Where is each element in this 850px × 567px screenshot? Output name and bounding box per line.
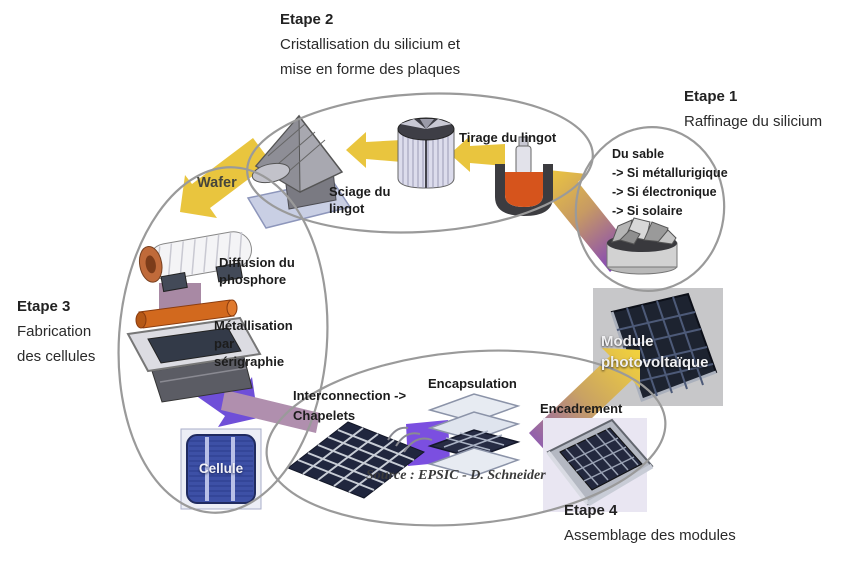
arrow-wafer bbox=[180, 138, 271, 218]
etape4-heading: Etape 4 Assemblage des modules bbox=[564, 499, 736, 548]
sciage-label: Sciage du lingot bbox=[329, 183, 390, 217]
sable-list: Du sable -> Si métallurigique -> Si élec… bbox=[612, 145, 728, 221]
etape2-title: Etape 2 bbox=[280, 11, 334, 28]
metallisation-label-line3: sérigraphie bbox=[214, 354, 285, 369]
metallisation-label-line1: Métallisation bbox=[214, 318, 293, 333]
diffusion-label: Diffusion du phosphore bbox=[219, 254, 295, 288]
etape2-desc-line2: mise en forme des plaques bbox=[280, 61, 461, 78]
cellule-label: Cellule bbox=[198, 461, 244, 476]
connector-cell-to-string bbox=[221, 390, 320, 433]
silicon-ingot-icon bbox=[397, 117, 455, 189]
module-label-line2: photovoltaïque bbox=[601, 354, 709, 371]
etape4-ellipse bbox=[265, 349, 667, 527]
source-credit: Source : EPSIC - D. Schneider bbox=[366, 468, 546, 483]
module-label-line1: Module bbox=[601, 333, 654, 350]
wire-saw-icon bbox=[246, 114, 352, 229]
solar-cell-icon bbox=[180, 428, 262, 510]
encapsulation-label: Encapsulation bbox=[428, 376, 517, 391]
etape1-heading: Etape 1 Raffinage du silicium bbox=[684, 85, 822, 134]
sciage-label-line2: lingot bbox=[329, 201, 365, 216]
etape4-desc: Assemblage des modules bbox=[564, 527, 736, 544]
diffusion-label-line2: phosphore bbox=[219, 272, 287, 287]
etape1-desc: Raffinage du silicium bbox=[684, 113, 823, 130]
module-label: Module photovoltaïque bbox=[601, 331, 709, 373]
metallisation-label-line2: par bbox=[214, 336, 235, 351]
arrow-crucible-to-ingot bbox=[450, 136, 505, 172]
etape1-ellipse bbox=[574, 126, 726, 292]
silicon-chunks-icon bbox=[606, 217, 678, 275]
diffusion-label-line1: Diffusion du bbox=[219, 255, 295, 270]
sable-item-metallurgique: -> Si métallurigique bbox=[612, 166, 728, 180]
sable-item-electronique: -> Si électronique bbox=[612, 185, 717, 199]
framed-module-icon bbox=[543, 418, 654, 512]
metallisation-label: Métallisation par sérigraphie bbox=[214, 317, 293, 371]
sable-title: Du sable bbox=[612, 147, 665, 161]
sciage-label-line1: Sciage du bbox=[329, 184, 391, 199]
encapsulation-layers-icon bbox=[427, 393, 521, 477]
diffusion-furnace-icon bbox=[138, 231, 252, 293]
etape3-title: Etape 3 bbox=[17, 298, 71, 315]
screen-printer-icon bbox=[126, 299, 262, 403]
tirage-label: Tirage du lingot bbox=[459, 130, 557, 145]
interconnection-label-line2: Chapelets bbox=[293, 408, 356, 423]
interconnection-label-line1: Interconnection -> bbox=[293, 388, 407, 403]
etape3-desc-line1: Fabrication bbox=[17, 323, 92, 340]
etape2-heading: Etape 2 Cristallisation du silicium et m… bbox=[280, 8, 460, 82]
wafer-label: Wafer bbox=[197, 175, 237, 191]
etape2-desc-line1: Cristallisation du silicium et bbox=[280, 36, 461, 53]
crucible-icon bbox=[495, 136, 553, 216]
etape1-title: Etape 1 bbox=[684, 88, 738, 105]
etape3-heading: Etape 3 Fabrication des cellules bbox=[17, 295, 95, 369]
stage-ellipses bbox=[117, 92, 726, 527]
encadrement-label: Encadrement bbox=[540, 401, 623, 416]
etape3-ellipse bbox=[117, 166, 329, 514]
etape2-ellipse bbox=[246, 92, 594, 234]
arrow-ingot-to-saw bbox=[346, 132, 402, 168]
interconnection-label: Interconnection -> Chapelets bbox=[293, 386, 406, 426]
sable-item-solaire: -> Si solaire bbox=[612, 204, 683, 218]
etape3-desc-line2: des cellules bbox=[17, 348, 96, 365]
cell-string-icon bbox=[286, 421, 433, 499]
etape4-title: Etape 4 bbox=[564, 502, 618, 519]
